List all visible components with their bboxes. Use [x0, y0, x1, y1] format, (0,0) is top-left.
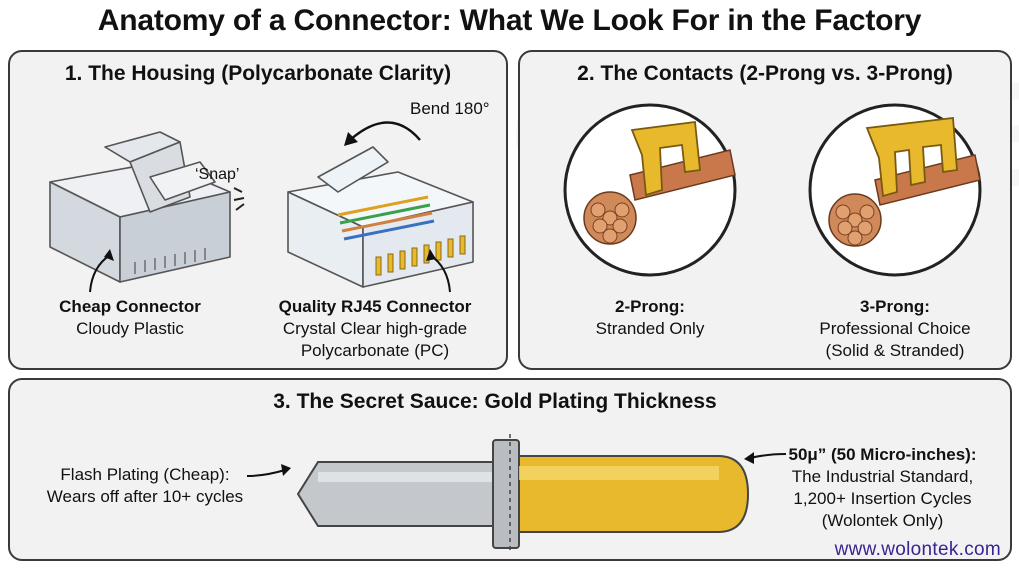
- gold-plating-label: 50μ” (50 Micro-inches): The Industrial S…: [760, 444, 1005, 532]
- two-prong-label: 2-Prong: Stranded Only: [550, 296, 750, 340]
- three-prong-desc-1: Professional Choice: [819, 319, 971, 338]
- three-prong-desc-2: (Solid & Stranded): [825, 341, 965, 360]
- two-prong-illustration: [563, 103, 737, 277]
- gold-pin-illustration: [296, 434, 750, 550]
- snap-lines-icon: [233, 187, 245, 211]
- contacts-panel: 2. The Contacts (2-Prong vs. 3-Prong) 2-…: [518, 50, 1012, 370]
- housing-heading: 1. The Housing (Polycarbonate Clarity): [64, 62, 452, 85]
- cheap-connector-label: Cheap Connector Cloudy Plastic: [30, 296, 230, 340]
- website-link[interactable]: www.wolontek.com: [834, 539, 1001, 560]
- flash-plating-line-1: Flash Plating (Cheap):: [60, 465, 230, 484]
- plating-heading: 3. The Secret Sauce: Gold Plating Thickn…: [273, 390, 717, 413]
- quality-connector-desc-2: Polycarbonate (PC): [300, 341, 450, 360]
- flash-plating-label: Flash Plating (Cheap): Wears off after 1…: [20, 464, 270, 508]
- three-prong-illustration: [808, 103, 982, 277]
- plating-panel: 3. The Secret Sauce: Gold Plating Thickn…: [8, 378, 1012, 561]
- quality-connector-desc-1: Crystal Clear high-grade: [282, 319, 468, 338]
- three-prong-title: 3-Prong:: [860, 297, 930, 316]
- bend-note: Bend 180°: [410, 99, 490, 118]
- contacts-heading: 2. The Contacts (2-Prong vs. 3-Prong): [577, 62, 953, 85]
- two-prong-title: 2-Prong:: [615, 297, 685, 316]
- cheap-connector-desc: Cloudy Plastic: [76, 319, 184, 338]
- flash-plating-line-2: Wears off after 10+ cycles: [46, 487, 244, 506]
- snap-note: ‘Snap’: [195, 166, 240, 183]
- two-prong-desc: Stranded Only: [595, 319, 705, 338]
- gold-plating-line-1: The Industrial Standard,: [791, 467, 974, 486]
- housing-panel: 1. The Housing (Polycarbonate Clarity) ‘…: [8, 50, 508, 370]
- gold-arrow: [744, 452, 787, 464]
- cheap-connector-illustration: [49, 131, 231, 283]
- quality-connector-title: Quality RJ45 Connector: [278, 297, 472, 316]
- bend-arrow-icon: [344, 121, 421, 146]
- gold-plating-line-3: (Wolontek Only): [821, 511, 944, 530]
- quality-connector-label: Quality RJ45 Connector Crystal Clear hig…: [260, 296, 490, 362]
- cheap-connector-title: Cheap Connector: [59, 297, 201, 316]
- three-prong-label: 3-Prong: Professional Choice (Solid & St…: [785, 296, 1005, 362]
- cheap-arrow: [89, 249, 114, 293]
- gold-plating-title: 50μ” (50 Micro-inches):: [788, 445, 977, 464]
- quality-connector-illustration: [287, 146, 474, 288]
- page-title: Anatomy of a Connector: What We Look For…: [97, 4, 922, 37]
- quality-arrow: [426, 249, 451, 293]
- gold-plating-line-2: 1,200+ Insertion Cycles: [793, 489, 972, 508]
- flash-arrow: [246, 464, 291, 477]
